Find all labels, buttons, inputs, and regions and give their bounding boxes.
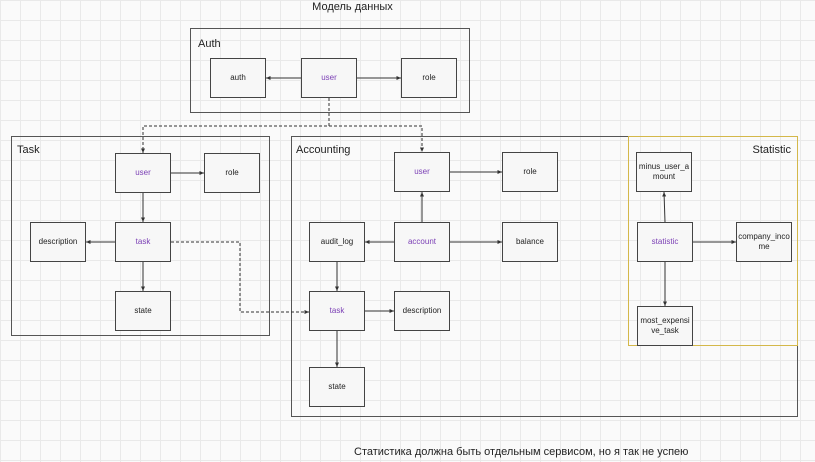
entity-stat-statistic[interactable]: statistic [637, 222, 693, 262]
edge-task-task-to-acc-task [171, 241, 309, 314]
group-statistic-label: Statistic [752, 144, 791, 156]
entity-acc-user[interactable]: user [394, 152, 450, 192]
entity-acc-state[interactable]: state [309, 367, 365, 407]
edge-stat-statistic-to-minus-user-amount [662, 191, 667, 223]
diagram-footnote: Статистика должна быть отдельным сервисо… [354, 446, 689, 458]
entity-acc-balance[interactable]: balance [502, 222, 558, 262]
entity-acc-role[interactable]: role [502, 152, 558, 192]
entity-task-user[interactable]: user [115, 153, 171, 193]
diagram-title: Модель данных [312, 1, 393, 13]
entity-stat-minus-user-amount[interactable]: minus_user_amount [636, 152, 692, 192]
group-auth-label: Auth [198, 38, 221, 50]
group-auth: Auth [190, 28, 470, 113]
group-accounting-label: Accounting [296, 144, 351, 156]
entity-auth-user[interactable]: user [301, 58, 357, 98]
entity-acc-task[interactable]: task [309, 291, 365, 331]
edge-auth-user-to-task-user [141, 98, 330, 153]
entity-acc-account[interactable]: account [394, 222, 450, 262]
entity-stat-most-expensive-task[interactable]: most_expensive_task [637, 306, 693, 346]
group-statistic: Statistic [628, 136, 798, 346]
entity-task-description[interactable]: description [30, 222, 86, 262]
entity-auth-auth[interactable]: auth [210, 58, 266, 98]
entity-acc-description[interactable]: description [394, 291, 450, 331]
entity-acc-audit-log[interactable]: audit_log [309, 222, 365, 262]
edge-auth-user-to-acc-user [329, 125, 424, 152]
entity-task-role[interactable]: role [204, 153, 260, 193]
entity-auth-role[interactable]: role [401, 58, 457, 98]
entity-task-state[interactable]: state [115, 291, 171, 331]
group-task: Task [11, 136, 270, 336]
entity-stat-company-income[interactable]: company_income [736, 222, 792, 262]
entity-task-task[interactable]: task [115, 222, 171, 262]
group-task-label: Task [17, 144, 40, 156]
